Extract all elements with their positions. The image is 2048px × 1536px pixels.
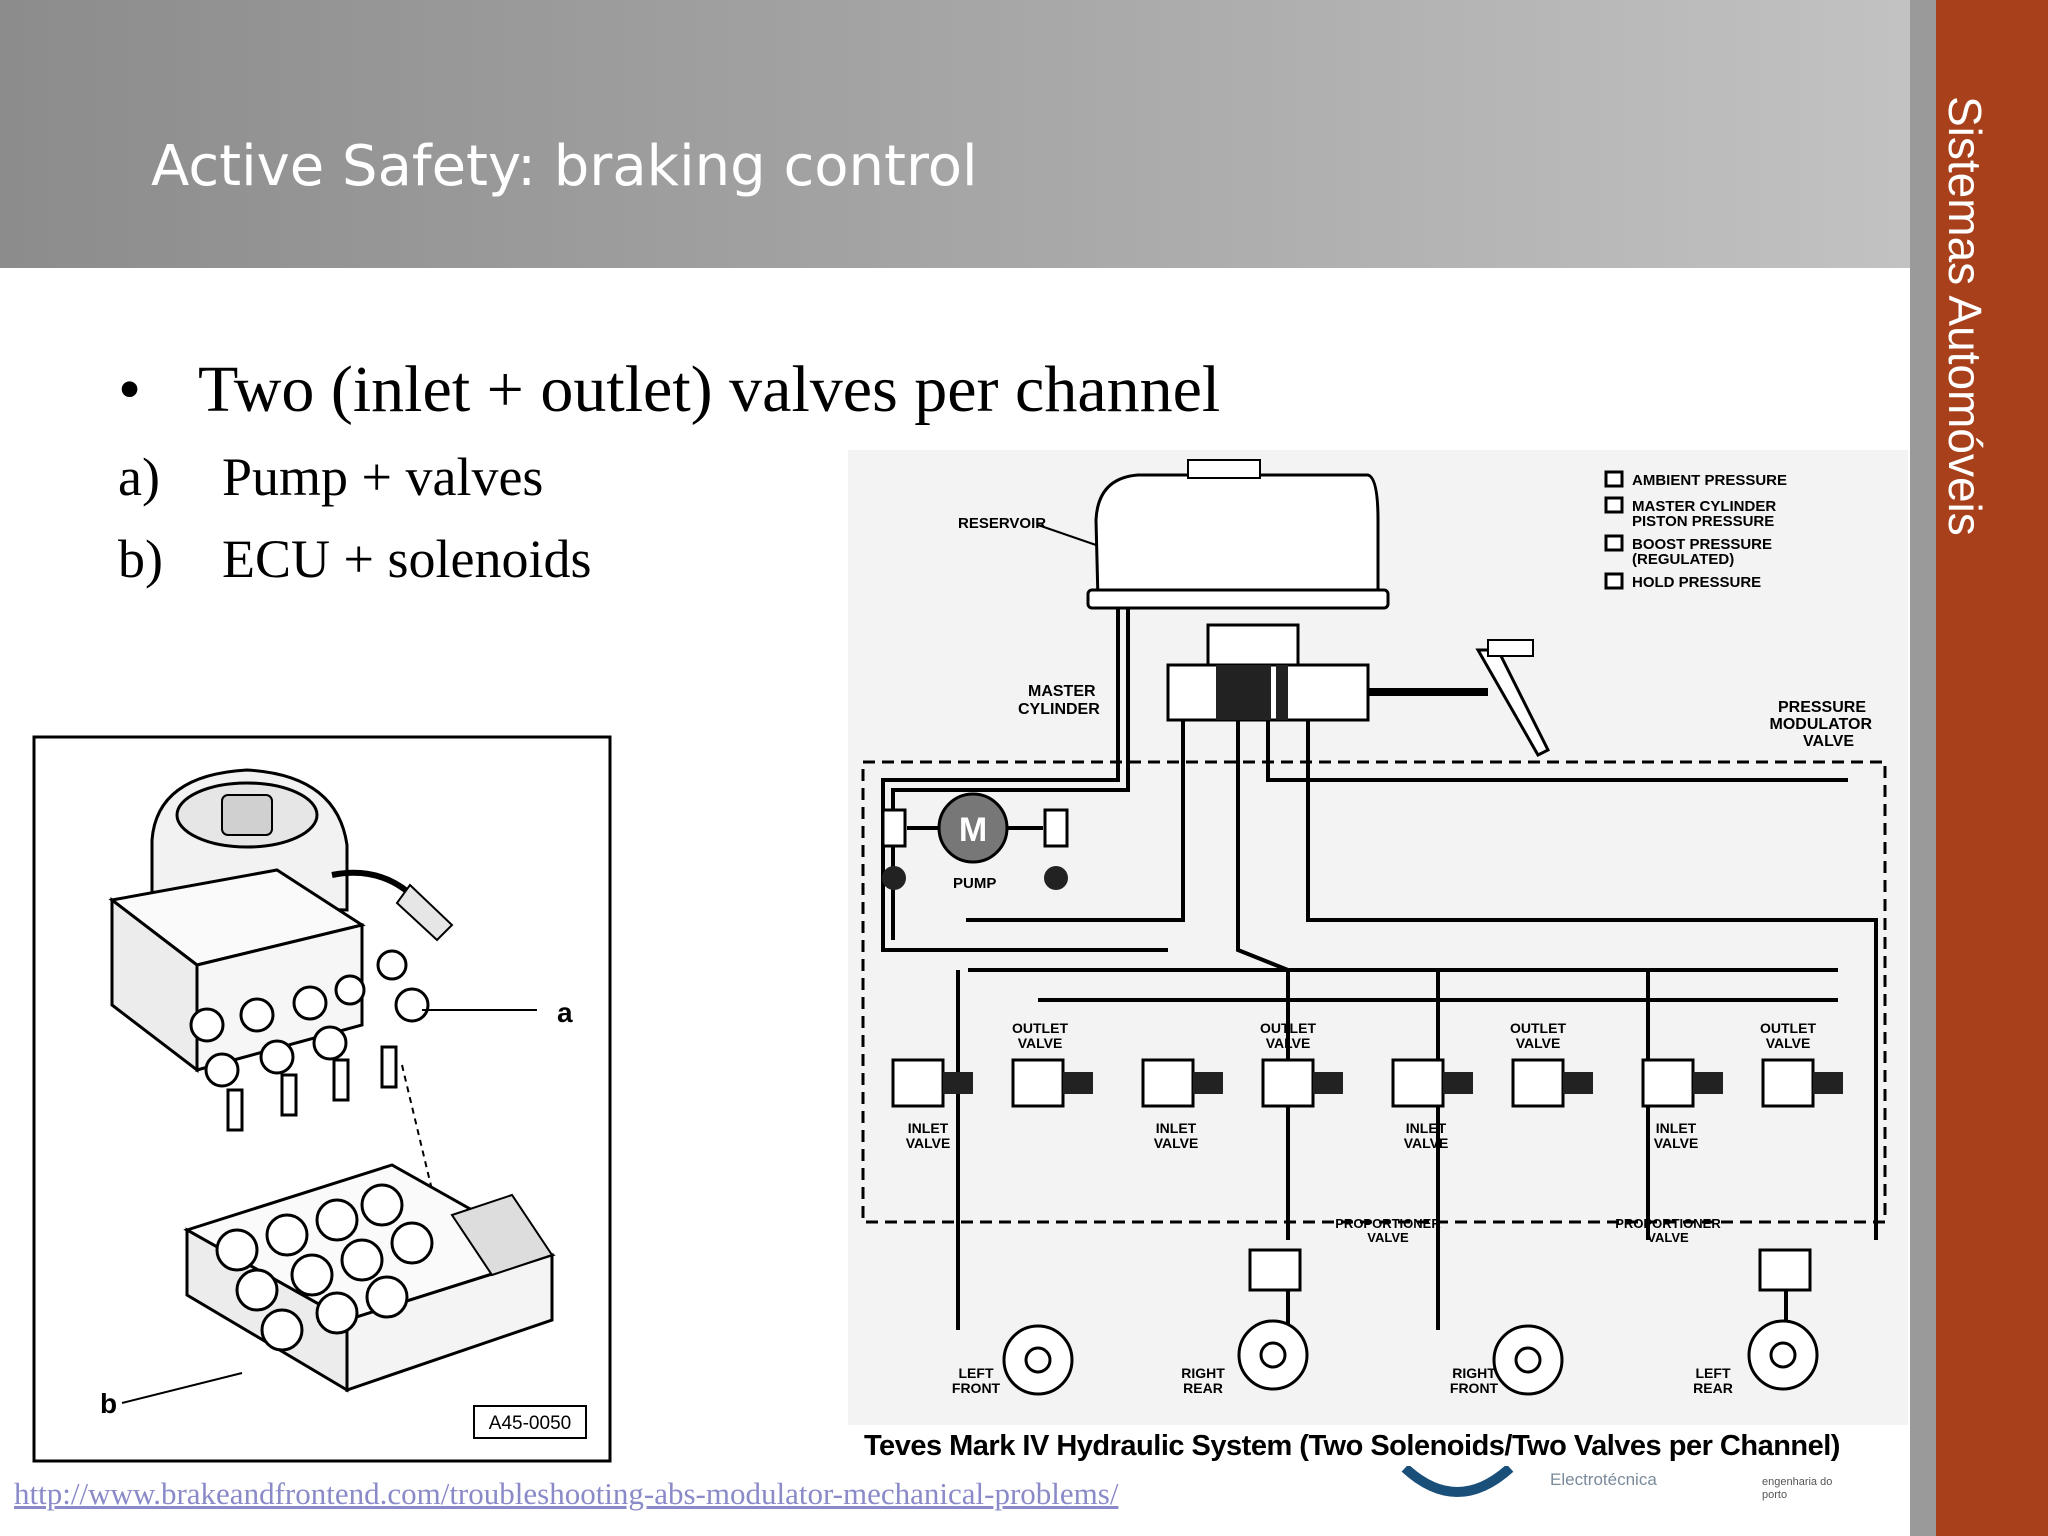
list-item-b: b) ECU + solenoids bbox=[118, 528, 591, 590]
outlet-label: VALVE bbox=[1018, 1035, 1063, 1051]
list-item-text: ECU + solenoids bbox=[222, 529, 592, 589]
inlet-label: INLET bbox=[1406, 1120, 1447, 1136]
legend-item: HOLD PRESSURE bbox=[1632, 574, 1761, 591]
inlet-label: VALVE bbox=[906, 1135, 951, 1151]
source-link[interactable]: http://www.brakeandfrontend.com/troubles… bbox=[14, 1476, 1119, 1511]
bullet-main: • Two (inlet + outlet) valves per channel bbox=[118, 352, 1220, 428]
wheel-label: FRONT bbox=[1450, 1380, 1499, 1396]
outlet-label: OUTLET bbox=[1760, 1020, 1816, 1036]
legend-item: AMBIENT PRESSURE bbox=[1632, 472, 1787, 489]
wheel-label: FRONT bbox=[952, 1380, 1001, 1396]
pump-label: PUMP bbox=[953, 875, 996, 892]
electrotecnica-logo-icon bbox=[1401, 1466, 1514, 1497]
outlet-label: VALVE bbox=[1766, 1035, 1811, 1051]
legend-item: BOOST PRESSURE bbox=[1632, 536, 1772, 553]
label-reservoir: RESERVOIR bbox=[958, 515, 1046, 532]
logo-feup-line: engenharia do bbox=[1762, 1476, 1833, 1488]
outlet-label: VALVE bbox=[1266, 1035, 1311, 1051]
valve-group-3 bbox=[1391, 1058, 1593, 1108]
part-number: A45-0050 bbox=[489, 1413, 571, 1434]
list-marker: b) bbox=[118, 529, 163, 589]
outlet-label: OUTLET bbox=[1510, 1020, 1566, 1036]
proportioner-label: PROPORTIONER bbox=[1335, 1216, 1441, 1231]
valve-group-2 bbox=[1141, 1058, 1343, 1108]
legend-item: (REGULATED) bbox=[1632, 551, 1734, 568]
side-label: Sistemas Automóveis bbox=[1939, 96, 1991, 536]
legend-item: PISTON PRESSURE bbox=[1632, 513, 1774, 530]
label-pmv: MODULATOR bbox=[1769, 716, 1872, 733]
inlet-label: INLET bbox=[1656, 1120, 1697, 1136]
label-master: CYLINDER bbox=[1018, 701, 1100, 718]
wheel-label: RIGHT bbox=[1452, 1365, 1496, 1381]
label-master: MASTER bbox=[1028, 683, 1096, 700]
wheel-label: LEFT bbox=[1696, 1365, 1731, 1381]
proportioner-label: VALVE bbox=[1367, 1230, 1409, 1245]
valve-group-4 bbox=[1641, 1058, 1843, 1108]
slide-title: Active Safety: braking control bbox=[151, 134, 978, 199]
hydraulic-diagram: AMBIENT PRESSURE MASTER CYLINDER PISTON … bbox=[848, 450, 1908, 1425]
inlet-label: VALVE bbox=[1154, 1135, 1199, 1151]
inlet-label: VALVE bbox=[1654, 1135, 1699, 1151]
label-pmv: VALVE bbox=[1803, 733, 1854, 750]
proportioner-label: VALVE bbox=[1647, 1230, 1689, 1245]
side-divider bbox=[1910, 0, 1936, 1536]
inlet-label: VALVE bbox=[1404, 1135, 1449, 1151]
motor-label: M bbox=[959, 811, 987, 849]
label-b: b bbox=[100, 1388, 117, 1419]
valve-group-1 bbox=[891, 1058, 1093, 1108]
wheel-label: REAR bbox=[1183, 1380, 1223, 1396]
list-item-text: Pump + valves bbox=[222, 447, 544, 507]
list-marker: a) bbox=[118, 447, 160, 507]
bullet-dot-icon: • bbox=[118, 353, 142, 426]
bullet-main-text: Two (inlet + outlet) valves per channel bbox=[198, 353, 1221, 426]
logo-electrotecnica: Electrotécnica bbox=[1550, 1470, 1657, 1489]
label-pmv: PRESSURE bbox=[1778, 699, 1866, 716]
side-band bbox=[1936, 0, 2048, 1536]
outlet-label: OUTLET bbox=[1012, 1020, 1068, 1036]
logo-feup-line: porto bbox=[1762, 1489, 1788, 1501]
proportioner-label: PROPORTIONER bbox=[1615, 1216, 1721, 1231]
legend-item: MASTER CYLINDER bbox=[1632, 498, 1776, 515]
label-a: a bbox=[557, 997, 573, 1028]
list-item-a: a) Pump + valves bbox=[118, 446, 543, 508]
outlet-label: OUTLET bbox=[1260, 1020, 1316, 1036]
wheel-label: LEFT bbox=[959, 1365, 994, 1381]
abs-module-figure: a b A45-0050 bbox=[32, 735, 612, 1463]
diagram-caption: Teves Mark IV Hydraulic System (Two Sole… bbox=[864, 1430, 1840, 1462]
outlet-label: VALVE bbox=[1516, 1035, 1561, 1051]
slide-header: Active Safety: braking control bbox=[0, 0, 1910, 268]
inlet-label: INLET bbox=[908, 1120, 949, 1136]
wheel-label: REAR bbox=[1693, 1380, 1733, 1396]
wheel-label: RIGHT bbox=[1181, 1365, 1225, 1381]
inlet-label: INLET bbox=[1156, 1120, 1197, 1136]
